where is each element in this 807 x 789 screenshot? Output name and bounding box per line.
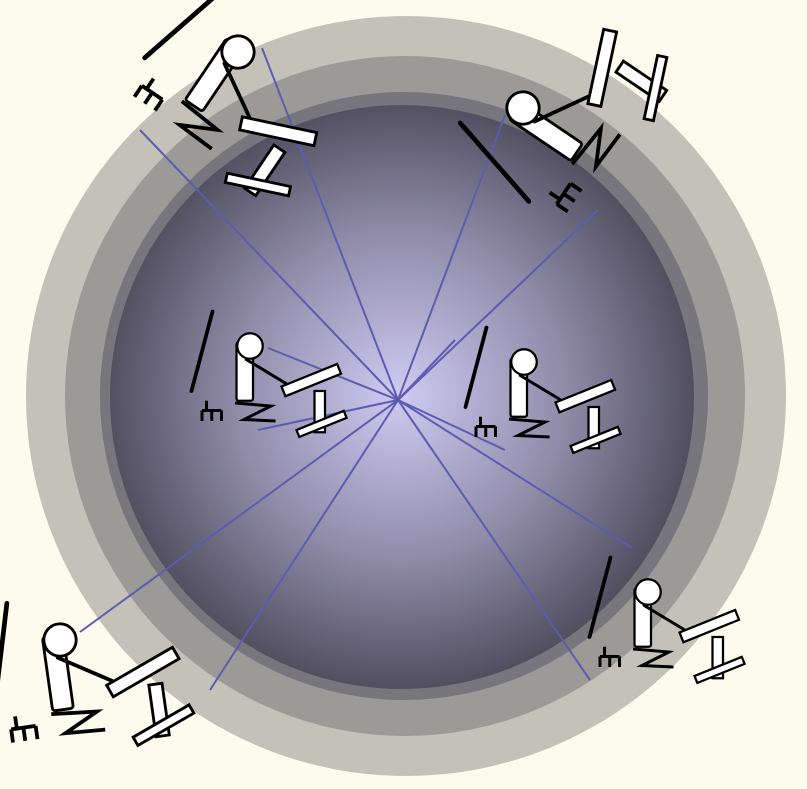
diagram-canvas [0, 0, 807, 789]
convergence-diagram [0, 0, 807, 789]
